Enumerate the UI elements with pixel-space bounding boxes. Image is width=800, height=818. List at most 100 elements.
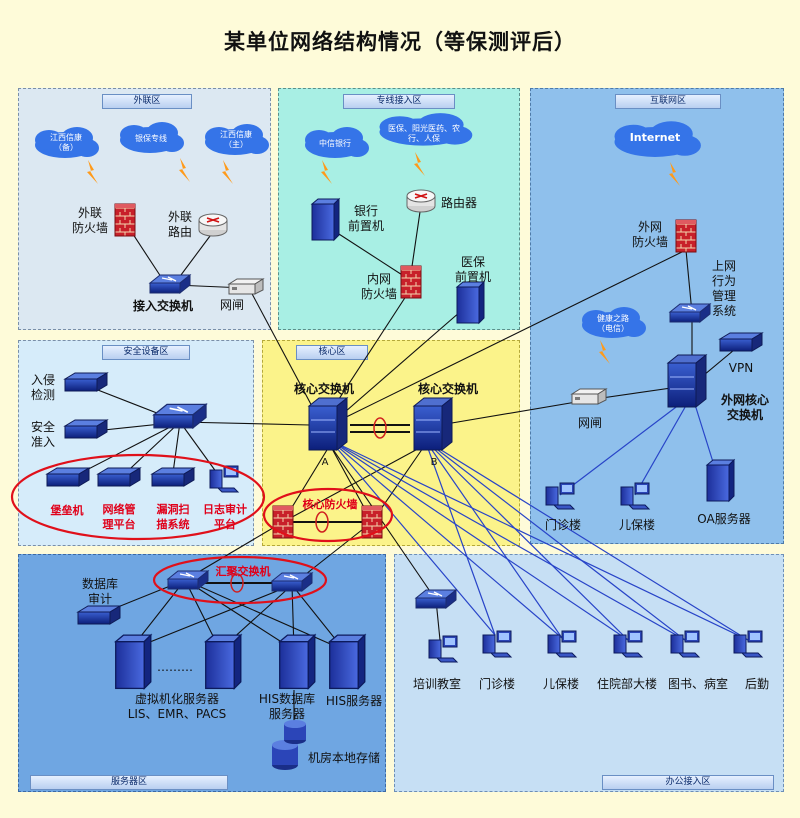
label-library: 图书、病室: [667, 677, 728, 691]
zone-label-server: 服务器区: [30, 775, 228, 790]
label-his-db: HIS数据库 服务器: [258, 692, 316, 721]
cloud-text-jx-backup: 江西信康 （备）: [50, 133, 82, 152]
blue-links: [329, 394, 749, 641]
label-vulscan: 漏洞扫 描系统: [156, 503, 190, 531]
label-vpn: VPN: [728, 361, 754, 375]
cloud-text-yinbao: 银保专线: [135, 134, 167, 143]
switch-icon: [271, 572, 313, 592]
label-intrusion: 入侵 检测: [30, 373, 55, 402]
pc-icon: [620, 482, 650, 510]
switch-icon: [415, 589, 457, 609]
switch-icon: [153, 403, 207, 429]
server-icon: [279, 634, 316, 690]
label-a: A: [321, 457, 329, 468]
zone-internet: [530, 88, 784, 544]
appliance-icon: [151, 467, 195, 487]
label-core-firewall: 核心防火墙: [302, 498, 358, 511]
label-virtual-servers: 虚拟机化服务器 LIS、EMR、PACS: [127, 692, 227, 721]
label-logistics: 后勤: [744, 677, 769, 691]
firewall-icon: [400, 265, 422, 299]
label-child-out: 儿保楼: [618, 518, 655, 532]
core-switch-a-icon: [308, 397, 348, 451]
label-training: 培训教室: [412, 677, 461, 691]
firewall-icon: [675, 219, 697, 253]
label-router: 路由器: [440, 196, 477, 210]
zone-label-office: 办公接入区: [602, 775, 774, 790]
lightning-icon: [669, 162, 680, 186]
diagram-title: 某单位网络结构情况（等保测评后）: [224, 30, 576, 54]
cloud-text-jx-main: 江西信康 （主）: [220, 130, 252, 149]
label-ext-router: 外联 路由: [167, 210, 192, 239]
lightning-icon: [321, 160, 332, 184]
label-bastion: 堡垒机: [50, 504, 84, 517]
appliance-icon: [64, 372, 108, 392]
label-dots: ………: [157, 660, 193, 674]
lightning-icon: [179, 158, 190, 182]
label-agg-switch: 汇聚交换机: [215, 565, 271, 578]
label-bank-front: 银行 前置机: [347, 204, 384, 233]
switch-icon: [149, 274, 191, 294]
label-clinic-out: 门诊楼: [544, 518, 581, 532]
cloud-text-health: 健康之路 （电信）: [597, 314, 629, 333]
server-icon: [115, 634, 152, 690]
server-icon: [311, 198, 340, 241]
label-logaudit: 日志审计 平台: [203, 503, 247, 531]
lightning-icon: [414, 152, 425, 176]
label-netmgmt: 网络管 理平台: [102, 503, 136, 531]
highlight-agg-switch: [152, 555, 328, 605]
label-ext-firewall: 外联 防火墙: [71, 206, 108, 235]
label-db-audit: 数据库 审计: [81, 577, 118, 606]
appliance-icon: [46, 467, 90, 487]
highlight-security-tools: [10, 453, 266, 541]
zone-core: [262, 340, 520, 546]
label-storage: 机房本地存储: [307, 751, 380, 765]
router-icon: [198, 213, 228, 237]
pc-icon: [545, 482, 575, 510]
label-access-switch: 接入交换机: [132, 299, 193, 313]
pc-icon: [670, 630, 700, 658]
switch-icon: [167, 570, 209, 590]
behavior-mgmt-icon: [669, 303, 711, 323]
label-outer-firewall: 外网 防火墙: [631, 220, 668, 249]
zone-security: [18, 340, 254, 546]
label-inner-firewall: 内网 防火墙: [360, 272, 397, 301]
label-b: B: [430, 457, 438, 468]
pc-icon: [613, 630, 643, 658]
router-icon: [406, 189, 436, 213]
appliance-icon: [97, 467, 141, 487]
server-icon: [456, 281, 485, 324]
label-behavior-mgmt: 上网 行为 管理 系统: [711, 259, 736, 318]
lightning-icon: [599, 340, 610, 364]
lightning-icon: [87, 160, 98, 184]
label-core-switch-b: 核心交换机: [417, 382, 478, 396]
zone-label-security: 安全设备区: [102, 345, 190, 360]
label-his-server: HIS服务器: [325, 694, 383, 708]
pc-icon: [428, 635, 458, 663]
server-icon: [205, 634, 242, 690]
appliance-icon: [77, 605, 121, 625]
firewall-icon: [114, 203, 136, 237]
gateway-icon: [571, 388, 607, 405]
label-gateway-1: 网闸: [219, 298, 244, 312]
zone-label-external: 外联区: [102, 94, 192, 109]
label-child: 儿保楼: [542, 677, 579, 691]
cloud-text-yibao: 医保、阳光医药、农 行、人保: [388, 124, 460, 143]
pc-icon: [547, 630, 577, 658]
zone-server: [18, 554, 386, 792]
cloud-text-internet: Internet: [629, 131, 681, 144]
lightning-icon: [222, 160, 233, 184]
label-core-switch-a: 核心交换机: [293, 382, 354, 396]
vpn-icon: [719, 332, 763, 352]
gateway-icon: [228, 278, 264, 295]
highlight-core-firewall: [262, 487, 394, 543]
zone-label-internet: 互联网区: [615, 94, 721, 109]
zone-label-core: 核心区: [296, 345, 368, 360]
label-inpatient: 住院部大楼: [596, 677, 657, 691]
pc-icon: [482, 630, 512, 658]
server-icon: [706, 459, 735, 502]
label-yibao-front: 医保 前置机: [454, 255, 491, 284]
server-icon: [329, 634, 366, 690]
appliance-icon: [64, 419, 108, 439]
label-oa-server: OA服务器: [697, 512, 751, 526]
